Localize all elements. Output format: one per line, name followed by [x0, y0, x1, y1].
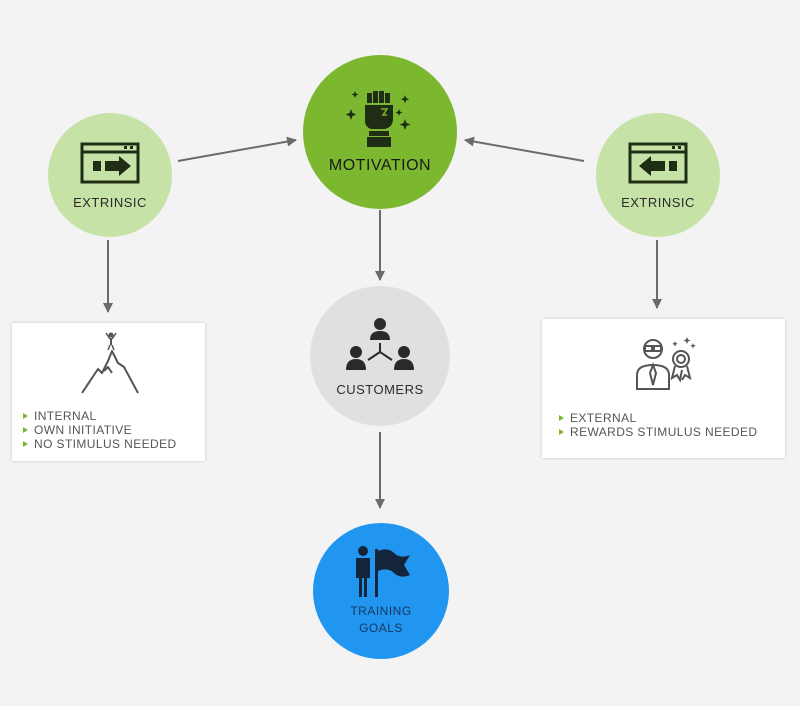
list-item: REWARDS STIMULUS NEEDED	[559, 425, 757, 439]
bullet-icon	[23, 413, 28, 419]
training-goals-node: TRAINING GOALS	[313, 523, 449, 659]
extrinsic-left-label: EXTRINSIC	[73, 194, 147, 210]
intrinsic-bullet-list: INTERNAL OWN INITIATIVE NO STIMULUS NEED…	[23, 409, 177, 451]
bullet-icon	[23, 441, 28, 447]
list-item: NO STIMULUS NEEDED	[23, 437, 177, 451]
list-item: INTERNAL	[23, 409, 177, 423]
extrinsic-details-box: EXTERNAL REWARDS STIMULUS NEEDED	[542, 319, 785, 458]
arrow-extrinsic-right-to-motivation	[464, 136, 585, 162]
businessman-award-icon	[636, 337, 696, 390]
extrinsic-right-label: EXTRINSIC	[621, 194, 695, 210]
arrow-extrinsic-left-to-motivation	[177, 136, 297, 162]
people-network-icon	[346, 317, 414, 370]
mountain-climber-icon	[81, 332, 139, 394]
intrinsic-details-box: INTERNAL OWN INITIATIVE NO STIMULUS NEED…	[12, 323, 205, 461]
customers-node: CUSTOMERS	[310, 286, 450, 426]
bullet-icon	[559, 429, 564, 435]
extrinsic-bullet-list: EXTERNAL REWARDS STIMULUS NEEDED	[559, 411, 757, 439]
list-item: OWN INITIATIVE	[23, 423, 177, 437]
training-goals-label-line1: TRAINING	[350, 604, 412, 618]
window-arrow-left-icon	[628, 142, 688, 183]
bullet-icon	[23, 427, 28, 433]
window-arrow-right-icon	[80, 142, 140, 183]
bullet-icon	[559, 415, 564, 421]
person-flag-icon	[356, 546, 410, 597]
training-goals-label-line2: GOALS	[359, 621, 403, 635]
list-item: EXTERNAL	[559, 411, 757, 425]
customers-label: CUSTOMERS	[336, 381, 424, 397]
motivation-label: MOTIVATION	[328, 157, 432, 174]
extrinsic-right-node: EXTRINSIC	[596, 113, 720, 237]
motivation-node: MOTIVATION	[303, 55, 457, 209]
extrinsic-left-node: EXTRINSIC	[48, 113, 172, 237]
raised-fist-icon	[345, 91, 411, 147]
